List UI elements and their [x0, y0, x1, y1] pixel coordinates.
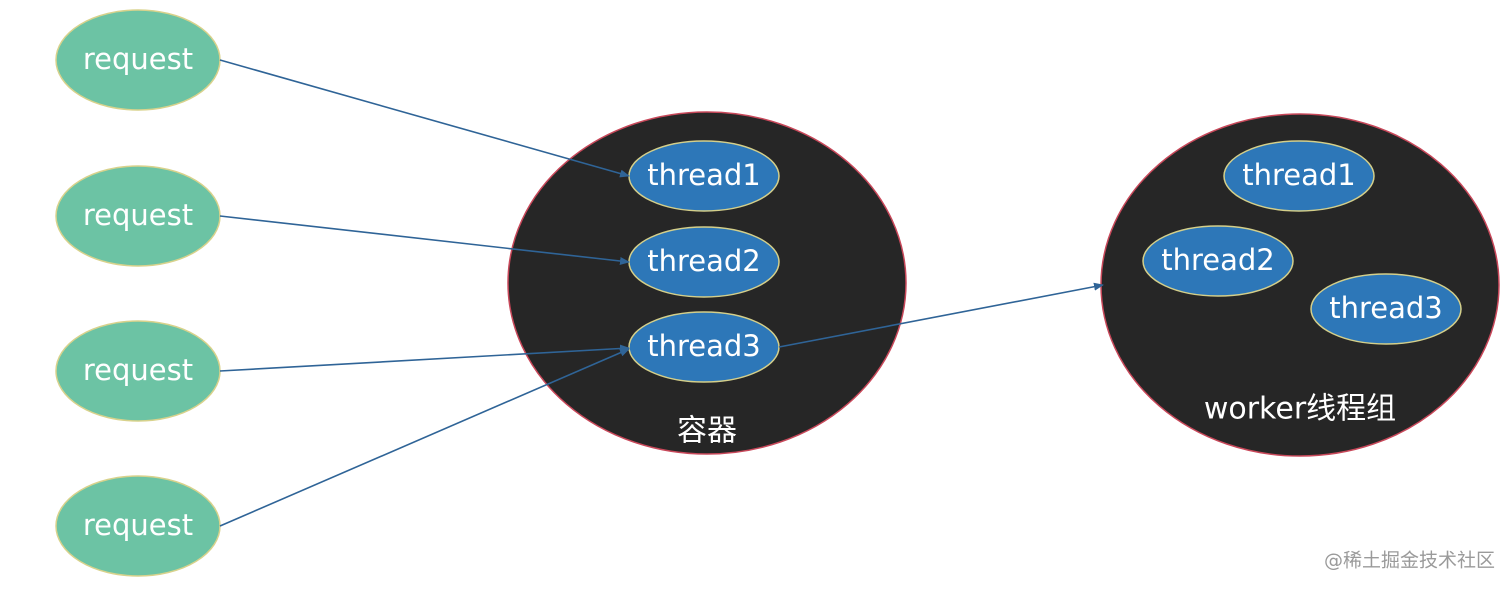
arrow-request2-to-thread2 [219, 215, 630, 265]
worker-thread1: thread1 [1223, 140, 1375, 212]
request-label: request [83, 353, 193, 387]
arrow-thread3-to-worker-group [778, 282, 1104, 348]
arrow-request3-to-thread3 [219, 344, 630, 372]
request-node-1: request [55, 9, 221, 111]
arrow-request4-to-thread3 [219, 348, 630, 527]
watermark: @稀土掘金技术社区 [1324, 550, 1495, 572]
request-label: request [83, 508, 193, 542]
worker-thread2: thread2 [1142, 225, 1294, 297]
request-label: request [83, 198, 193, 232]
thread-label: thread1 [1242, 158, 1356, 192]
thread-label: thread1 [647, 158, 761, 192]
thread-label: thread2 [647, 244, 761, 278]
request-node-4: request [55, 475, 221, 577]
thread-label: thread3 [647, 329, 761, 363]
container-label: 容器 [677, 414, 737, 449]
arrow-request1-to-thread1 [219, 59, 630, 178]
request-node-2: request [55, 165, 221, 267]
thread-label: thread2 [1161, 243, 1275, 277]
worker-thread3: thread3 [1310, 273, 1462, 345]
container-thread3: thread3 [628, 311, 780, 383]
container-thread2: thread2 [628, 226, 780, 298]
thread-label: thread3 [1329, 291, 1443, 325]
worker-group-label: worker线程组 [1204, 392, 1396, 427]
container-thread1: thread1 [628, 140, 780, 212]
request-node-3: request [55, 320, 221, 422]
request-label: request [83, 42, 193, 76]
